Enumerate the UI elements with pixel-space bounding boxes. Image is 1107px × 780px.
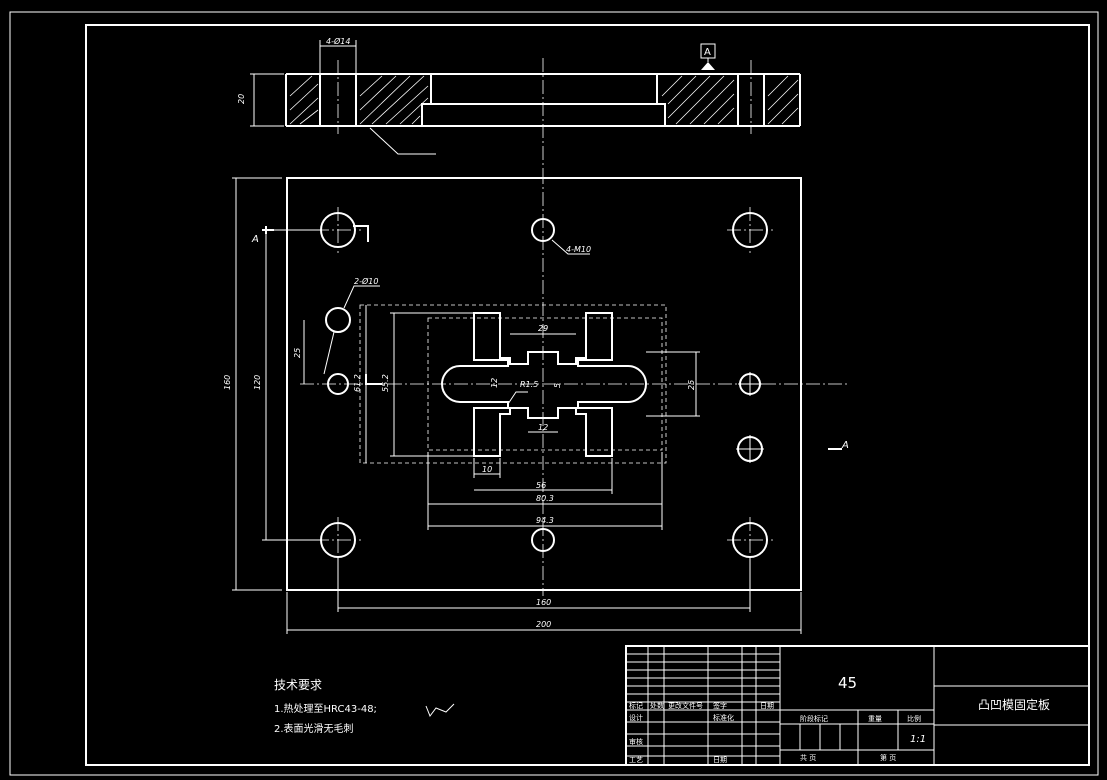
tb-scale: 1:1 <box>910 734 926 745</box>
dim-pin: 2-Ø10 <box>354 276 378 286</box>
datum-label: A <box>704 47 711 58</box>
dim-leg: 10 <box>482 465 492 474</box>
tb-h-date: 日期 <box>760 702 774 710</box>
dim-w94: 94.3 <box>536 516 554 525</box>
req-title: 技术要求 <box>274 678 322 692</box>
dim-width-inner: 160 <box>536 598 551 607</box>
title-block: 标记 处数 更改文件号 签字 日期 设计 标准化 审核 工艺 日期 45 阶段标… <box>625 645 1090 766</box>
datum-triangle <box>701 62 715 70</box>
inner-frame <box>85 24 1090 766</box>
section-view: 4-Ø14 20 A <box>237 36 801 170</box>
dim-width-outer: 200 <box>536 620 551 629</box>
dim-w80: 80.3 <box>536 494 554 503</box>
tb-h-zone: 更改文件号 <box>668 701 703 710</box>
tb-material: 45 <box>838 674 857 692</box>
dim-slot-top: 29 <box>538 324 548 333</box>
tb-sheet: 第 页 <box>880 753 896 762</box>
dim-height-inner: 120 <box>253 375 262 390</box>
tb-review: 审核 <box>629 737 643 746</box>
outer-border <box>9 11 1099 776</box>
dim-w56: 56 <box>536 481 546 490</box>
technical-requirements: 技术要求 1.热处理至HRC43-48; 2.表面光滑无毛刺 <box>274 678 455 735</box>
tb-weight: 重量 <box>868 715 882 723</box>
plan-view: 4-M10 2-Ø10 R1.5 160 120 25 61.2 55.2 29… <box>223 170 850 634</box>
tb-h-count: 处数 <box>650 701 664 710</box>
die-cavity <box>441 312 647 457</box>
dim-thickness: 20 <box>237 94 246 104</box>
tb-h-marks: 标记 <box>629 701 643 710</box>
section-hatch <box>289 75 799 125</box>
tb-standard: 标准化 <box>713 713 734 722</box>
dim-neck-left: 12 <box>490 378 499 388</box>
section-mark-left: A <box>251 234 259 245</box>
req-item-1: 1.热处理至HRC43-48; <box>274 702 377 715</box>
tb-h-sign: 签字 <box>713 701 727 710</box>
dim-neck-right: 25 <box>687 380 696 390</box>
tb-craft: 工艺 <box>629 756 643 764</box>
dim-m10: 4-M10 <box>566 245 591 254</box>
dim-section-holes: 4-Ø14 <box>326 36 350 46</box>
dim-neck-mid: 5 <box>553 383 562 388</box>
dim-pin-gap: 25 <box>293 348 302 358</box>
dim-opening-v1: 61.2 <box>353 374 362 392</box>
tb-stage: 阶段标记 <box>800 714 828 723</box>
section-mark-right: A <box>841 440 849 451</box>
dim-height-outer: 160 <box>223 375 232 390</box>
tb-ratio: 比例 <box>907 714 921 723</box>
req-item-2: 2.表面光滑无毛刺 <box>274 722 354 735</box>
tb-design: 设计 <box>629 713 643 722</box>
dim-opening-v2: 55.2 <box>381 374 390 392</box>
signature-mark <box>425 703 455 718</box>
tb-part-name: 凸凹模固定板 <box>978 697 1050 712</box>
dim-slot-bottom: 12 <box>538 423 548 432</box>
dim-radius: R1.5 <box>520 380 538 389</box>
tb-approve: 日期 <box>713 756 727 764</box>
opening-outline <box>359 304 667 464</box>
tb-sheets: 共 页 <box>800 753 816 762</box>
